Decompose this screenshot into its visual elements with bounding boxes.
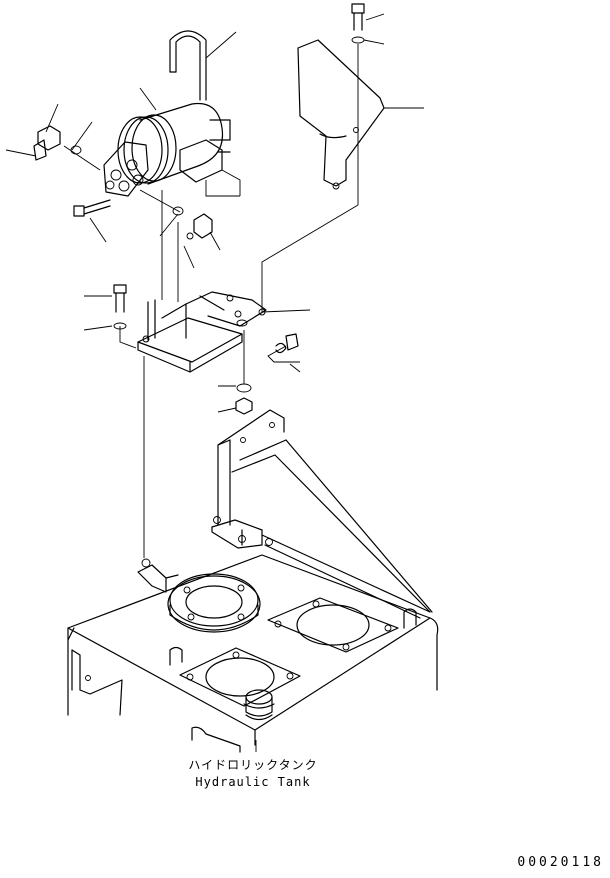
motor-bracket (137, 291, 267, 373)
tank-mounting-bracket (137, 409, 433, 619)
pump-motor-assembly (103, 30, 240, 197)
bolt-left (73, 199, 111, 217)
bolt-and-washer-top (351, 3, 365, 44)
assembly-lines (63, 44, 359, 558)
figure-number: 00020118 (517, 855, 604, 870)
washer-center (236, 383, 252, 393)
elbow-fitting-right (172, 206, 213, 240)
cover-plate-right (267, 597, 399, 653)
cover-plate-front (179, 647, 301, 707)
suction-flange (167, 573, 261, 633)
hose-clip (275, 333, 299, 354)
hydraulic-tank (67, 554, 439, 753)
elbow-fitting-left (33, 125, 82, 161)
cover-plate-top (297, 39, 385, 190)
nut-center (235, 397, 253, 415)
filler-cap (243, 689, 275, 721)
bolt-and-washer-left (113, 284, 127, 330)
callout-leaders (5, 13, 424, 752)
tank-caption-english: Hydraulic Tank (195, 775, 310, 789)
tank-caption-japanese: ハイドロリックタンク (188, 758, 317, 772)
